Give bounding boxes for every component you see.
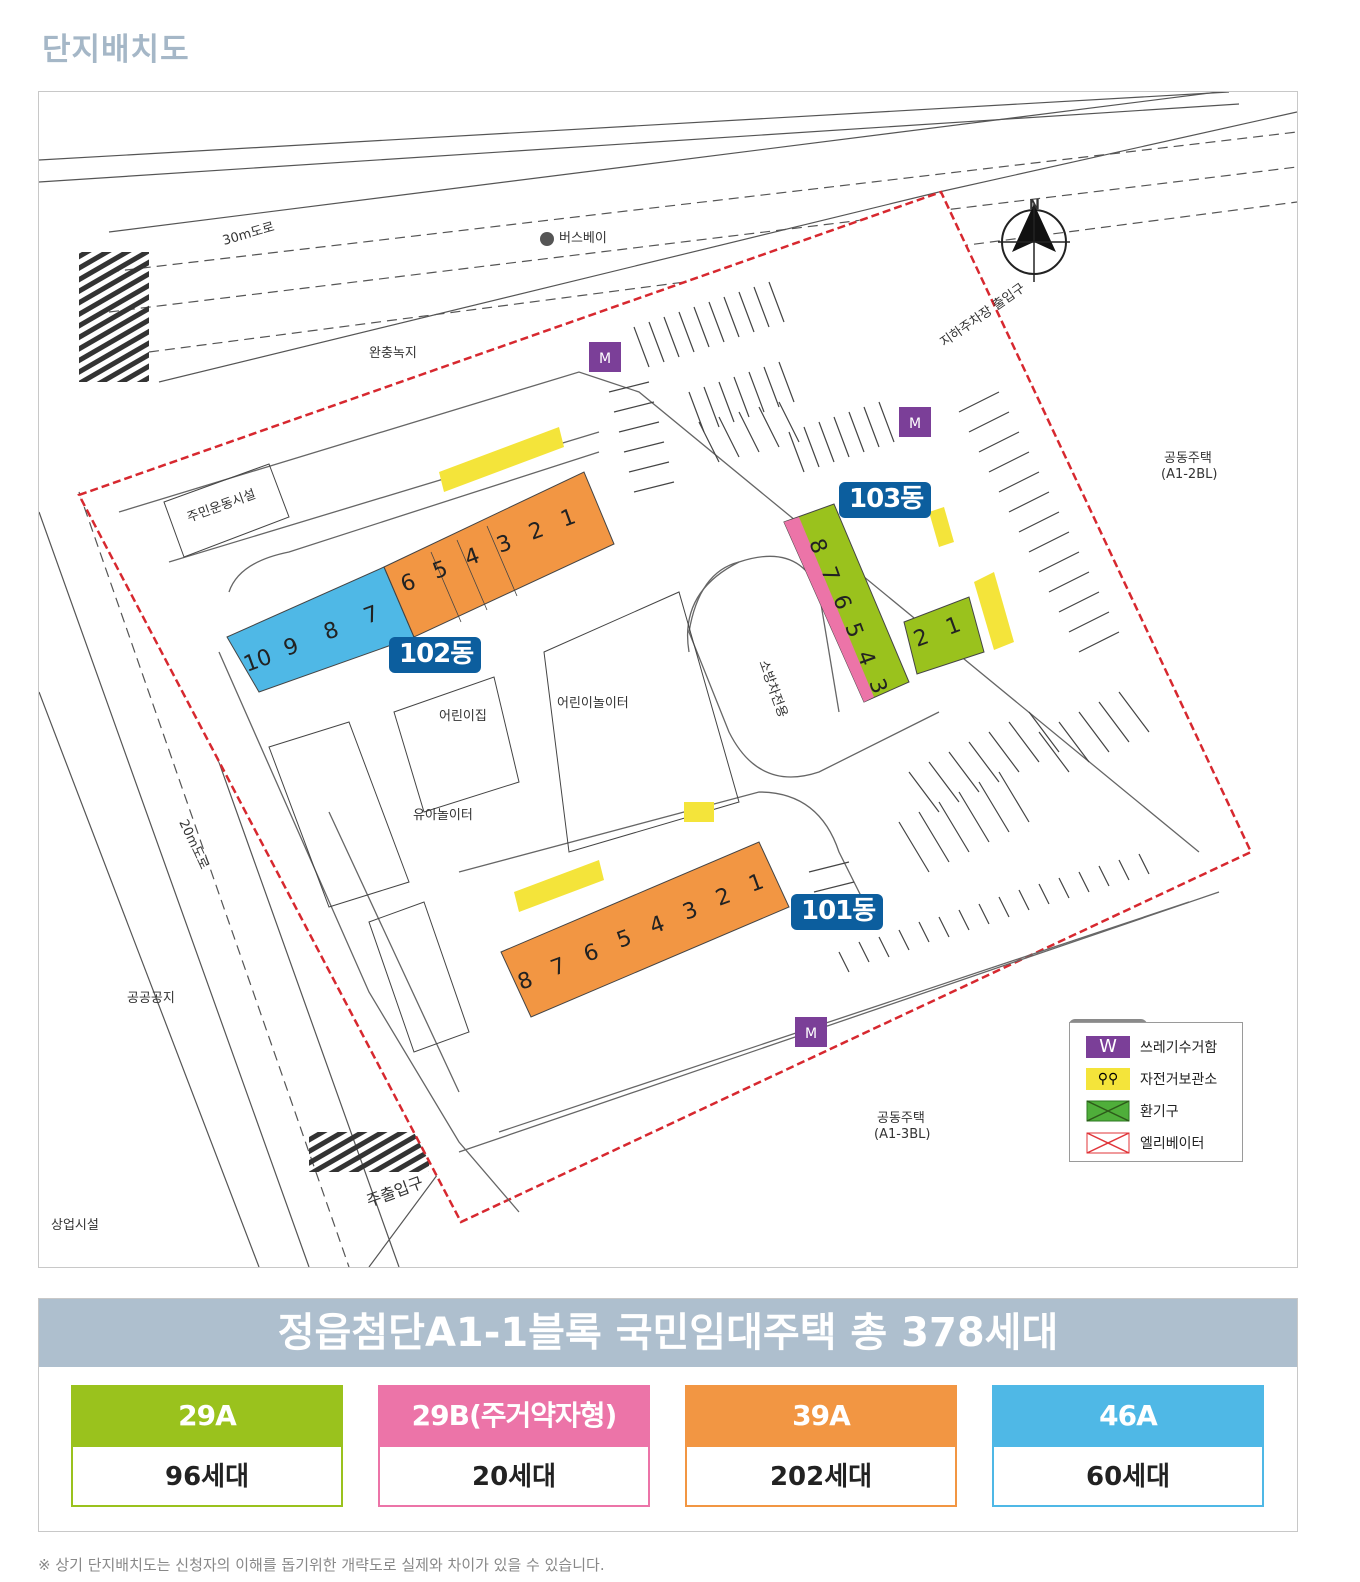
road-20m-label: 20m도로 [175, 817, 211, 872]
bicycle-icon: ⚲⚲ [1086, 1068, 1130, 1090]
housing-a2-code: (A1-2BL) [1161, 467, 1217, 482]
unit-summary: 정읍첨단A1-1블록 국민임대주택 총 378세대 29A 96세대 29B(주… [38, 1298, 1298, 1532]
site-plan-map: M M M 30m도로 버스베이 완충녹지 20m도로 어린이놀이터 유아놀이터 어… [38, 91, 1298, 1268]
legend-item-waste: W 쓰레기수거함 [1086, 1035, 1217, 1059]
bicycle-storage [439, 427, 1014, 912]
waste-bin-letter: M [599, 351, 611, 367]
waste-bin-letter: M [909, 416, 921, 432]
legend-item-vent: 환기구 [1086, 1099, 1179, 1123]
children-playground-label: 어린이놀이터 [557, 696, 629, 711]
page-title: 단지배치도 [42, 32, 190, 68]
waste-bins: M M M [589, 342, 931, 1047]
facilities [163, 463, 740, 1053]
building-103 [783, 503, 985, 703]
unit-count: 20세대 [378, 1447, 650, 1507]
building-101 [500, 841, 790, 1018]
buffer-green-label: 완충녹지 [369, 346, 417, 361]
housing-a3-label: 공동주택 [877, 1111, 925, 1126]
legend-item-elevator: 엘리베이터 [1086, 1131, 1204, 1155]
unit-type-card: 29A 96세대 [71, 1385, 343, 1509]
unit-type-label: 29A [71, 1385, 343, 1447]
legend-label: 환기구 [1140, 1104, 1179, 1120]
summary-heading: 정읍첨단A1-1블록 국민임대주택 총 378세대 [39, 1299, 1297, 1367]
footnote: ※ 상기 단지배치도는 신청자의 이해를 돕기위한 개략도로 실제와 차이가 있… [38, 1556, 605, 1574]
unit-count: 96세대 [71, 1447, 343, 1507]
building-102 [226, 471, 615, 693]
building-101-tag: 101동 [791, 894, 884, 930]
legend-label: 자전거보관소 [1140, 1072, 1218, 1088]
unit-type-card: 39A 202세대 [685, 1385, 957, 1509]
unit-type-label: 39A [685, 1385, 957, 1447]
north-label: N [1029, 198, 1040, 213]
legend: W 쓰레기수거함 ⚲⚲ 자전거보관소 환기구 엘리베이터 [1069, 1022, 1243, 1162]
unit-type-label: 46A [992, 1385, 1264, 1447]
commercial-label: 상업시설 [51, 1218, 99, 1233]
housing-a3-code: (A1-3BL) [874, 1127, 930, 1142]
waste-bin-letter: M [805, 1026, 817, 1042]
unit-type-label: 29B(주거약자형) [378, 1385, 650, 1447]
main-entrance-label: 주출입구 [364, 1173, 426, 1211]
building-103-tag: 103동 [839, 482, 932, 518]
elevator-icon [1086, 1132, 1130, 1154]
unit-count: 60세대 [992, 1447, 1264, 1507]
site-plan-drawing: M M M 30m도로 버스베이 완충녹지 20m도로 어린이놀이터 유아놀이터 어… [39, 92, 1297, 1267]
daycare-label: 어린이집 [439, 709, 487, 724]
building-102-tag: 102동 [389, 637, 482, 673]
housing-a2-label: 공동주택 [1164, 451, 1212, 466]
vent-icon [1086, 1100, 1130, 1122]
crosswalk-bottom [309, 1132, 429, 1172]
road-30m [39, 92, 1297, 383]
legend-label: 엘리베이터 [1140, 1136, 1205, 1152]
north-arrow-icon [998, 204, 1070, 282]
site-boundary [77, 190, 1253, 1224]
parking-stalls [608, 281, 1150, 973]
unit-type-card: 46A 60세대 [992, 1385, 1264, 1509]
road-30m-label: 30m도로 [221, 220, 276, 249]
crosswalk-top [79, 252, 149, 382]
unit-count: 202세대 [685, 1447, 957, 1507]
infant-playground-label: 유아놀이터 [413, 808, 473, 823]
bus-stop-label: 버스베이 [559, 231, 607, 246]
public-open-space-label: 공공공지 [127, 991, 175, 1006]
waste-bin-icon: W [1086, 1036, 1130, 1058]
legend-label: 쓰레기수거함 [1140, 1040, 1218, 1056]
bus-stop-marker [540, 232, 554, 246]
legend-item-bicycle: ⚲⚲ 자전거보관소 [1086, 1067, 1217, 1091]
unit-type-card: 29B(주거약자형) 20세대 [378, 1385, 650, 1509]
